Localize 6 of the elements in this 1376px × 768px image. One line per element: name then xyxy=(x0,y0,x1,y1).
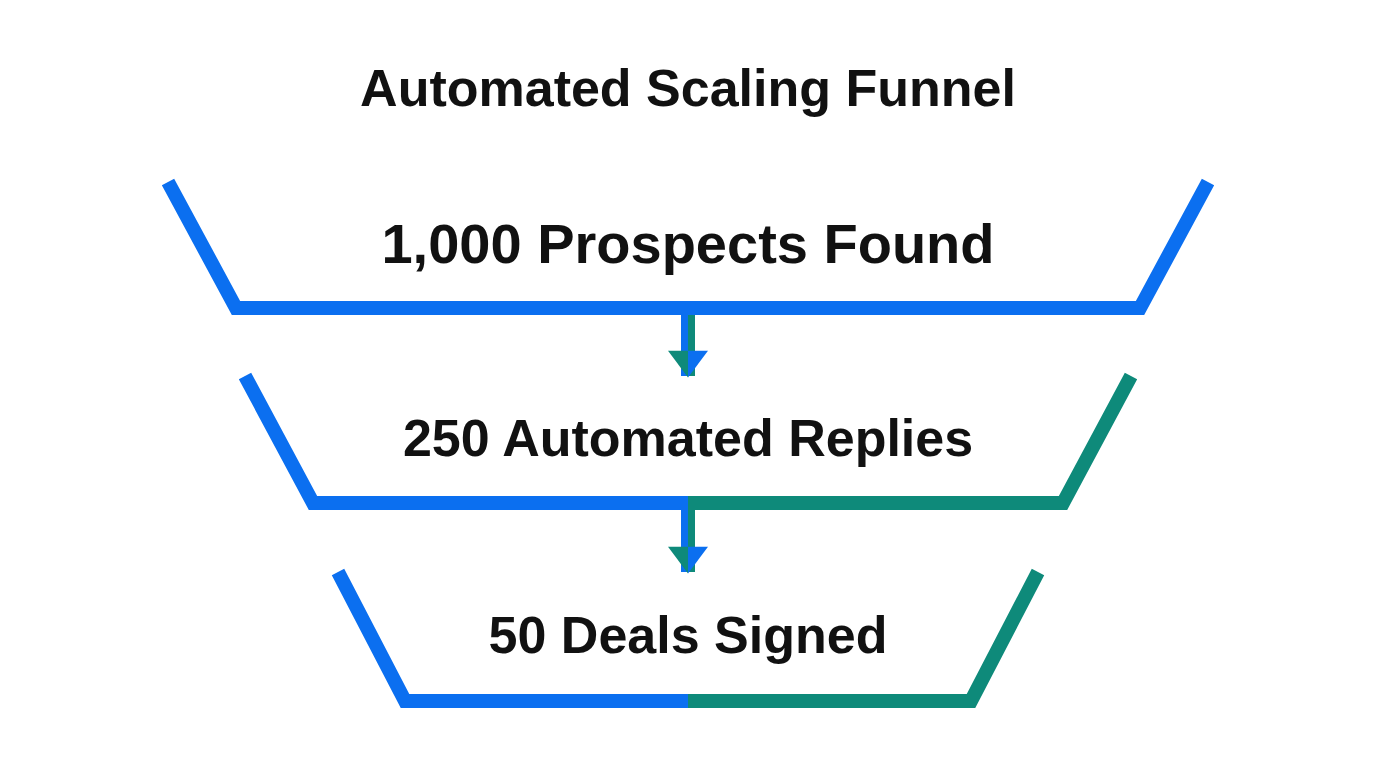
title: Automated Scaling Funnel xyxy=(359,58,1017,118)
arrow xyxy=(668,510,708,574)
stage-label: 1,000 Prospects Found xyxy=(380,211,996,277)
stage-label: 50 Deals Signed xyxy=(487,605,889,666)
arrow xyxy=(668,315,708,378)
stage-label: 250 Automated Replies xyxy=(401,408,975,469)
